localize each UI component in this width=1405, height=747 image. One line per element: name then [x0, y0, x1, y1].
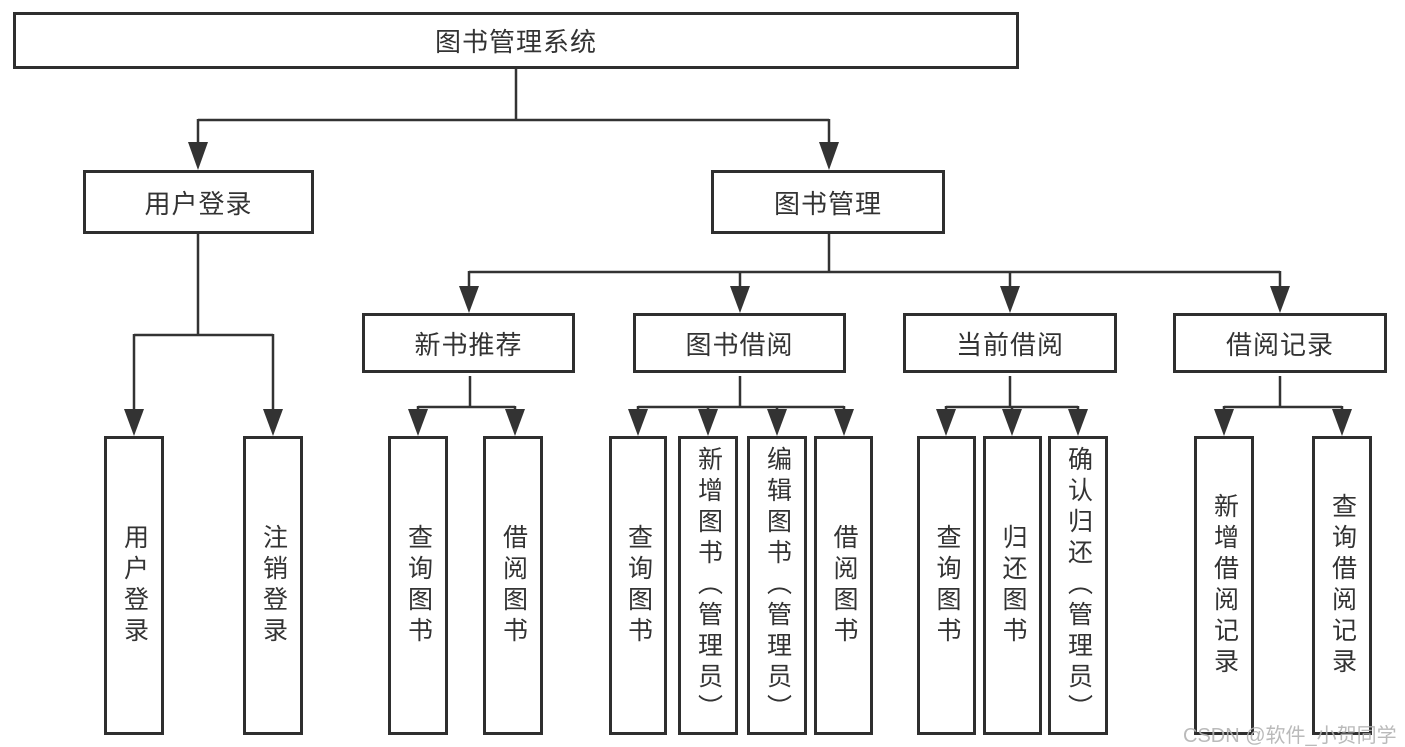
leaf-user-login-label: 用户登录 — [120, 523, 149, 648]
leaf-logout-label: 注销登录 — [259, 523, 288, 648]
leaf-query-books-3-label: 查询图书 — [933, 523, 961, 648]
connectors-user-login — [124, 234, 283, 436]
connectors-book-management — [459, 234, 1290, 313]
leaf-borrow-books-1: 借阅图书 — [483, 436, 543, 735]
leaf-add-borrow-record: 新增借阅记录 — [1194, 436, 1254, 735]
leaf-query-books-2: 查询图书 — [609, 436, 667, 735]
leaf-logout: 注销登录 — [243, 436, 303, 735]
connectors-root — [188, 68, 839, 170]
leaf-add-book-admin-label: 新增图书（管理员） — [694, 446, 723, 725]
connectors-book-borrow — [628, 376, 854, 436]
node-library-management-system: 图书管理系统 — [13, 12, 1019, 69]
leaf-add-book-admin: 新增图书（管理员） — [678, 436, 738, 735]
leaf-query-books-1-label: 查询图书 — [404, 523, 433, 648]
connectors-new-book-recommend — [408, 376, 525, 436]
node-user-login: 用户登录 — [83, 170, 314, 234]
csdn-watermark: CSDN @软件_小贺同学 — [1183, 725, 1397, 747]
connectors-borrow-records — [1214, 376, 1352, 436]
node-book-borrow: 图书借阅 — [633, 313, 846, 373]
leaf-query-books-1: 查询图书 — [388, 436, 448, 735]
node-borrow-records: 借阅记录 — [1173, 313, 1387, 373]
leaf-add-borrow-record-label: 新增借阅记录 — [1210, 492, 1239, 679]
leaf-confirm-return-admin-label: 确认归还（管理员） — [1064, 446, 1093, 725]
leaf-return-books-label: 归还图书 — [999, 523, 1027, 648]
leaf-return-books: 归还图书 — [983, 436, 1042, 735]
leaf-borrow-books-1-label: 借阅图书 — [499, 523, 528, 648]
node-new-book-recommend: 新书推荐 — [362, 313, 575, 373]
leaf-query-borrow-record: 查询借阅记录 — [1312, 436, 1372, 735]
leaf-borrow-books-2-label: 借阅图书 — [830, 523, 858, 648]
leaf-borrow-books-2: 借阅图书 — [814, 436, 873, 735]
leaf-query-books-3: 查询图书 — [917, 436, 976, 735]
leaf-user-login: 用户登录 — [104, 436, 164, 735]
leaf-edit-book-admin: 编辑图书（管理员） — [747, 436, 807, 735]
node-current-borrow: 当前借阅 — [903, 313, 1117, 373]
leaf-query-borrow-record-label: 查询借阅记录 — [1328, 492, 1357, 679]
leaf-edit-book-admin-label: 编辑图书（管理员） — [763, 446, 792, 725]
leaf-query-books-2-label: 查询图书 — [624, 523, 653, 648]
leaf-confirm-return-admin: 确认归还（管理员） — [1048, 436, 1108, 735]
connectors-current-borrow — [936, 376, 1088, 436]
node-book-management: 图书管理 — [711, 170, 945, 234]
